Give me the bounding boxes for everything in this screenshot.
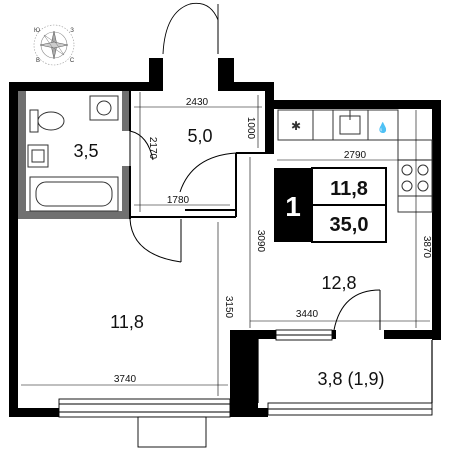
compass-icon: З Ю В С: [33, 24, 75, 66]
toilet-bowl: [37, 111, 65, 131]
dim-kitchen-depth: 3090: [255, 230, 266, 253]
room-area-hallway: 5,0: [187, 126, 212, 146]
bathroom-walls: [18, 91, 130, 219]
fridge-icon: ✱: [291, 119, 301, 133]
sink-icon: [27, 144, 49, 168]
walls: [9, 58, 441, 417]
water-drop-icon: 💧: [377, 121, 389, 134]
room-area-bathroom: 3,5: [73, 141, 98, 161]
dim-living-height: 3150: [223, 296, 234, 319]
interior-walls: [129, 91, 274, 219]
summary-total-area: 35,0: [330, 214, 369, 236]
toilet-icon: [29, 109, 39, 133]
dim-hall-short: 1000: [245, 117, 256, 140]
compass-north: З: [70, 28, 74, 34]
dim-kitchen-width: 2790: [344, 150, 367, 161]
stove-icon: [397, 159, 433, 197]
kitchen-fixtures: ✱ 💧: [277, 109, 433, 213]
dim-living-width: 3740: [114, 374, 137, 385]
balcony-outline: [257, 339, 433, 403]
compass-south: В: [36, 58, 40, 64]
entrance-door: [162, 2, 219, 55]
dim-hall-depth: 2170: [147, 137, 158, 160]
compass-west: Ю: [34, 28, 40, 34]
room-area-kitchen: 12,8: [321, 273, 356, 293]
dim-corridor: 1780: [167, 195, 190, 206]
summary-living-area: 11,8: [330, 178, 368, 200]
dim-kitchen-bottom: 3440: [296, 309, 319, 320]
interior-doors: [129, 130, 381, 331]
bathroom-fixtures: [27, 95, 119, 212]
rooms-count-badge: [274, 168, 312, 242]
room-area-balcony: 3,8 (1,9): [317, 369, 384, 389]
rooms-count: 1: [285, 191, 301, 222]
bathtub-icon: [29, 176, 119, 212]
washing-machine-icon: [89, 95, 119, 121]
dim-kitchen-right: 3870: [421, 236, 432, 259]
dim-hall-width: 2430: [186, 97, 209, 108]
dimension-lines: [21, 92, 430, 396]
compass-east: С: [70, 58, 75, 64]
windows: [58, 329, 433, 448]
apartment-summary: 1 11,8 35,0: [274, 167, 387, 243]
room-area-living: 11,8: [110, 312, 144, 332]
